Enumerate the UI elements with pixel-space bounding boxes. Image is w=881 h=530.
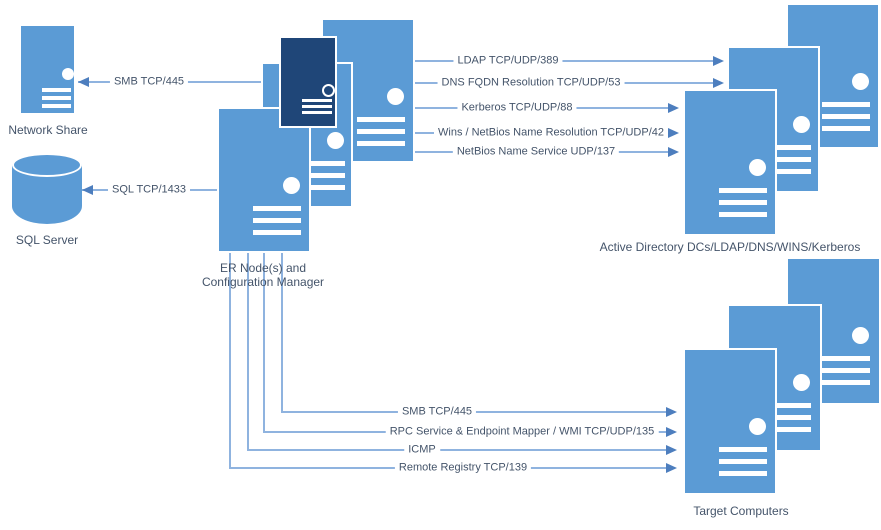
connection-label: NetBios Name Service UDP/137 [452,145,620,159]
network-share-label: Network Share [8,123,88,137]
arrowhead-right-icon [713,78,724,88]
arrowhead-right-icon [668,128,679,138]
connection-label: LDAP TCP/UDP/389 [453,54,563,68]
sql-server-label: SQL Server [15,233,79,247]
arrowhead-left-icon [82,185,93,195]
er-server-icon-dark [279,36,337,128]
arrowhead-right-icon [668,147,679,157]
connector-line [281,253,283,413]
connector-line [415,60,715,62]
active-directory-label: Active Directory DCs/LDAP/DNS/WINS/Kerbe… [599,240,861,254]
connection-label: RPC Service & Endpoint Mapper / WMI TCP/… [385,425,659,439]
connection-label: Kerberos TCP/UDP/88 [457,101,577,115]
connector-line [247,253,249,451]
arrowhead-right-icon [666,427,677,437]
network-share-server-icon [19,24,76,115]
er-node-label: ER Node(s) and Configuration Manager [201,261,325,289]
target-server-icon-front [683,348,777,495]
er-server-icon-front [217,107,311,253]
arrowhead-right-icon [668,103,679,113]
connector-line [247,449,667,451]
arrowhead-right-icon [713,56,724,66]
connection-label: ICMP [404,443,440,457]
target-computers-label: Target Computers [693,504,789,518]
connection-label: SQL TCP/1433 [108,183,190,197]
ad-server-icon-front [683,89,777,236]
arrowhead-left-icon [78,77,89,87]
database-cylinder-icon [12,153,82,228]
arrowhead-right-icon [666,445,677,455]
connection-label: SMB TCP/445 [109,75,189,89]
arrowhead-right-icon [666,463,677,473]
connector-line [263,253,265,433]
connection-label: Remote Registry TCP/139 [394,461,532,475]
connector-line [229,253,231,469]
arrowhead-right-icon [666,407,677,417]
server-dot [62,68,74,80]
connection-label: DNS FQDN Resolution TCP/UDP/53 [437,76,625,90]
connection-label: Wins / NetBios Name Resolution TCP/UDP/4… [434,126,668,140]
connection-label: SMB TCP/445 [397,405,477,419]
